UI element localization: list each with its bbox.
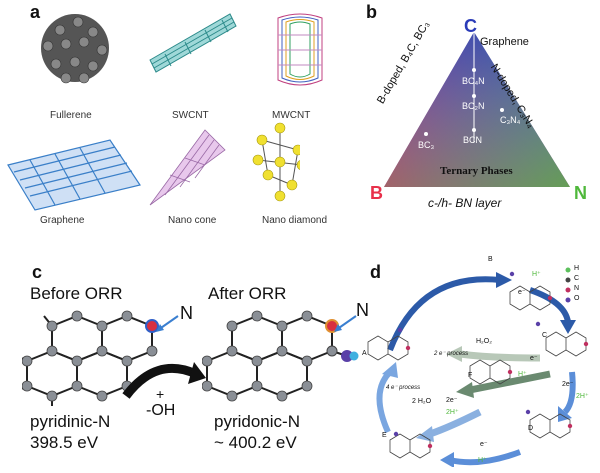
- fullerene-image: [41, 14, 109, 84]
- step-label-4: H⁺: [518, 371, 527, 378]
- bottom-edge-label: c-/h- BN layer: [428, 196, 502, 210]
- panel-c-letter: c: [32, 262, 43, 282]
- state-e: E: [382, 432, 387, 439]
- nitrogen-atom: [145, 319, 159, 333]
- label-fullerene: Fullerene: [50, 110, 92, 121]
- ternary-diagram: [384, 32, 570, 187]
- pyridonic-name: pyridonic-N: [214, 412, 300, 431]
- vertex-b: B: [370, 183, 383, 203]
- label-nano-diamond: Nano diamond: [262, 215, 328, 226]
- pyridonic-ev: ~ 400.2 eV: [214, 433, 297, 452]
- reaction-arrow: [122, 362, 206, 399]
- point-bc3: [424, 132, 428, 136]
- state-b: B: [488, 256, 493, 263]
- label-bc2n: BC₂N: [462, 101, 485, 111]
- step-label-10: H⁺: [478, 457, 487, 464]
- point-c3n4: [500, 108, 504, 112]
- label-c3n4: C₃N₄: [500, 115, 521, 125]
- state-a: A: [362, 350, 367, 357]
- vertex-c: C: [464, 16, 477, 36]
- label-mwcnt: MWCNT: [272, 110, 311, 121]
- step-label-3: e⁻: [530, 355, 538, 362]
- panel-b-letter: b: [366, 2, 377, 22]
- step-label-9: e⁻: [480, 441, 488, 448]
- ternary-phases-title: Ternary Phases: [440, 165, 513, 177]
- point-bcn: [472, 128, 476, 132]
- legend-n: N: [574, 285, 580, 292]
- carbon-atom-oh: [326, 345, 338, 357]
- legend-o: O: [574, 295, 580, 302]
- step-label-6: 2H⁺: [576, 393, 589, 400]
- point-bc4n: [472, 68, 476, 72]
- arrow-oh: -OH: [146, 402, 176, 419]
- arrow-plus: +: [156, 386, 165, 402]
- h2o2-label: H₂O₂: [476, 338, 492, 345]
- legend-dot-o: [565, 297, 571, 303]
- graphene-label: Graphene: [480, 36, 529, 48]
- pyridinic-molecule: [22, 310, 159, 406]
- state-d: D: [528, 425, 534, 432]
- pointer-arrow-right: [334, 315, 357, 332]
- before-orr-title: Before ORR: [30, 284, 123, 303]
- orr-cycle-diagram: [367, 267, 589, 467]
- state-f: F: [468, 372, 473, 379]
- pointer-arrow-left: [156, 315, 179, 332]
- label-graphene: Graphene: [40, 215, 85, 226]
- pyridinic-ev: 398.5 eV: [30, 433, 99, 452]
- two-e-process-label: 2 e⁻ process: [434, 351, 469, 357]
- step-label-2: e⁻: [518, 289, 526, 296]
- state-c: C: [542, 332, 548, 339]
- graphene-sheet-image: [7, 139, 141, 211]
- swcnt-image: [149, 13, 237, 73]
- legend-dot-n: [565, 287, 571, 293]
- h2o-label: 2 H₂O: [412, 398, 432, 405]
- step-label-7: 2e⁻: [446, 397, 458, 404]
- step-label-5: 2e⁻: [562, 381, 574, 388]
- nano-cone-image: [149, 129, 226, 206]
- mwcnt-tube-image: [277, 13, 323, 86]
- n-label-right: N: [356, 300, 369, 320]
- pyridinic-name: pyridinic-N: [30, 412, 111, 431]
- pyridonic-molecule: [202, 310, 352, 402]
- label-swcnt: SWCNT: [172, 110, 209, 121]
- panel-a-figures: [7, 13, 300, 211]
- panel-d-letter: d: [370, 262, 381, 282]
- four-e-process-label: 4 e⁻ process: [386, 385, 421, 391]
- panel-a-letter: a: [30, 2, 41, 22]
- label-bc4n: BC₄N: [462, 76, 485, 86]
- after-orr-title: After ORR: [208, 284, 287, 303]
- oxygen-atom: [341, 350, 352, 362]
- legend-dot-h: [565, 267, 571, 273]
- legend-dot-c: [565, 277, 571, 283]
- step-label-8: 2H⁺: [446, 409, 459, 416]
- n-label-left: N: [180, 303, 193, 323]
- point-bc2n: [472, 94, 476, 98]
- label-bcn: BCN: [463, 135, 483, 145]
- vertex-n: N: [574, 183, 587, 203]
- legend-h: H: [574, 265, 580, 272]
- legend-c: C: [574, 275, 580, 282]
- hydrogen-atom: [349, 351, 359, 361]
- step-label-1: H⁺: [532, 271, 541, 278]
- label-nano-cone: Nano cone: [168, 215, 217, 226]
- label-bc3: BC₃: [418, 140, 435, 150]
